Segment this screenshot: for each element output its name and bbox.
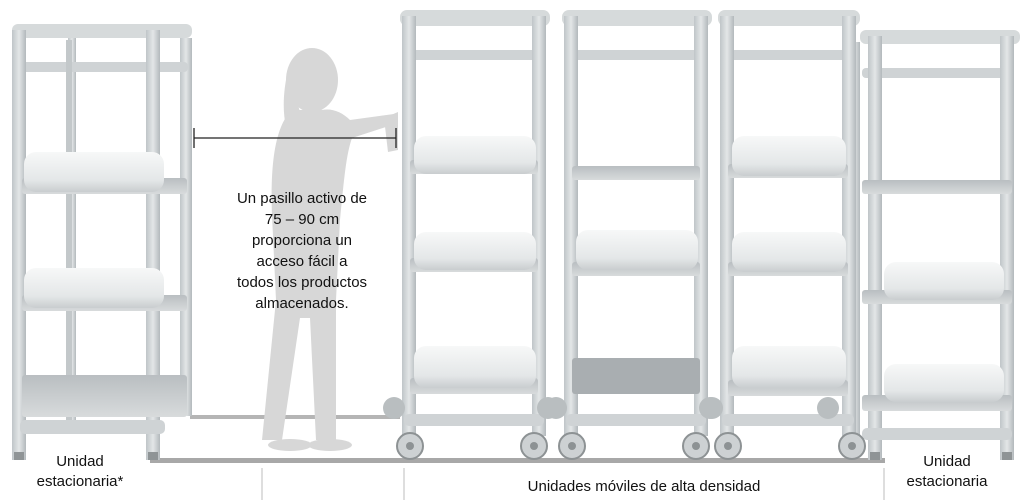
mobile-units-caption: Unidades móviles de alta densidad (404, 477, 884, 497)
mobile-unit-2 (545, 10, 721, 460)
product-bag (414, 136, 536, 174)
product-bag (884, 262, 1004, 300)
aisle-width-dimension (193, 128, 397, 148)
mobile-unit-1 (383, 10, 559, 460)
aisle-note-line: todos los productos (236, 274, 368, 291)
caster-wheel-icon (682, 432, 710, 460)
aisle-note-line: acceso fácil a (256, 253, 348, 270)
stationary-unit-left (12, 24, 192, 460)
caster-wheel-icon (714, 432, 742, 460)
product-bag (24, 152, 164, 192)
product-bag (414, 232, 536, 270)
product-bag (576, 230, 698, 270)
caption-line: Unidad (56, 453, 104, 470)
caption-line: estacionaria* (36, 473, 124, 490)
aisle-note-line: 75 – 90 cm (264, 211, 340, 228)
right-stationary-caption: Unidad estacionaria (892, 452, 1002, 492)
aisle-description: Un pasillo activo de 75 – 90 cm proporci… (212, 188, 392, 314)
caster-wheel-icon (396, 432, 424, 460)
caption-line: Unidad (923, 453, 971, 470)
product-bag (884, 364, 1004, 402)
product-bag (732, 232, 846, 272)
aisle-note-line: Un pasillo activo de (236, 190, 368, 207)
person-silhouette-icon (262, 48, 398, 451)
caption-line: estacionaria (906, 473, 988, 490)
floor-rail (150, 415, 885, 463)
product-bag (414, 346, 536, 388)
product-bag (24, 268, 164, 308)
product-bag (732, 136, 846, 176)
mobile-unit-3 (701, 10, 866, 460)
caption-line: Unidades móviles de alta densidad (527, 478, 761, 495)
aisle-note-line: proporciona un (251, 232, 353, 249)
caster-wheel-icon (838, 432, 866, 460)
product-bag (732, 346, 846, 388)
caster-wheel-icon (558, 432, 586, 460)
caster-wheel-icon (520, 432, 548, 460)
stationary-unit-right (848, 30, 1020, 460)
aisle-note-line: almacenados. (255, 295, 349, 312)
left-stationary-caption: Unidad estacionaria* (20, 452, 140, 492)
caption-dividers (261, 468, 885, 500)
